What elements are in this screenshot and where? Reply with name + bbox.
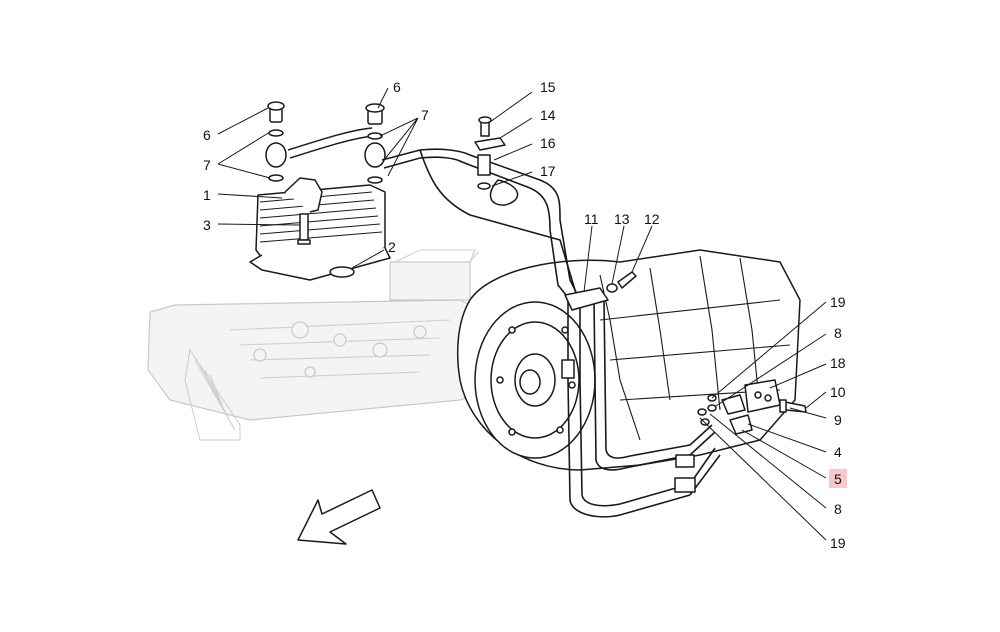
leader-lines	[217, 87, 827, 541]
callout-4: 4	[834, 444, 842, 460]
callout-10: 10	[830, 384, 846, 400]
callout-9: 9	[834, 412, 842, 428]
callout-11: 11	[584, 211, 599, 227]
seal-ring	[329, 266, 355, 278]
oil-cooler	[249, 177, 391, 281]
callout-7: 7	[203, 157, 211, 173]
callout-labels: 6 7 1 3 6 7 2 15 14 16 17 11 13 12 19 8 …	[203, 79, 847, 551]
callout-6: 6	[203, 127, 211, 143]
cooler-pipes	[381, 148, 721, 518]
callout-1: 1	[203, 187, 211, 203]
callout-5[interactable]: 5	[834, 471, 842, 487]
valve-body-ghost	[147, 249, 521, 441]
callout-14: 14	[540, 107, 556, 123]
callout-13: 13	[614, 211, 630, 227]
callout-15: 15	[540, 79, 556, 95]
bracket-hardware	[474, 116, 519, 206]
callout-3: 3	[203, 217, 211, 233]
transmission-housing	[456, 249, 801, 471]
callout-19: 19	[830, 535, 846, 551]
callout-17: 17	[540, 163, 556, 179]
callout-5-highlight	[829, 469, 847, 488]
callout-19: 19	[830, 294, 846, 310]
upper-hose-left	[265, 101, 386, 184]
front-direction-arrow	[297, 489, 381, 545]
callout-6: 6	[393, 79, 401, 95]
callout-12: 12	[644, 211, 660, 227]
callout-18: 18	[830, 355, 846, 371]
callout-8: 8	[834, 501, 842, 517]
callout-16: 16	[540, 135, 556, 151]
callout-7: 7	[421, 107, 429, 123]
callout-2: 2	[388, 239, 396, 255]
callout-8: 8	[834, 325, 842, 341]
